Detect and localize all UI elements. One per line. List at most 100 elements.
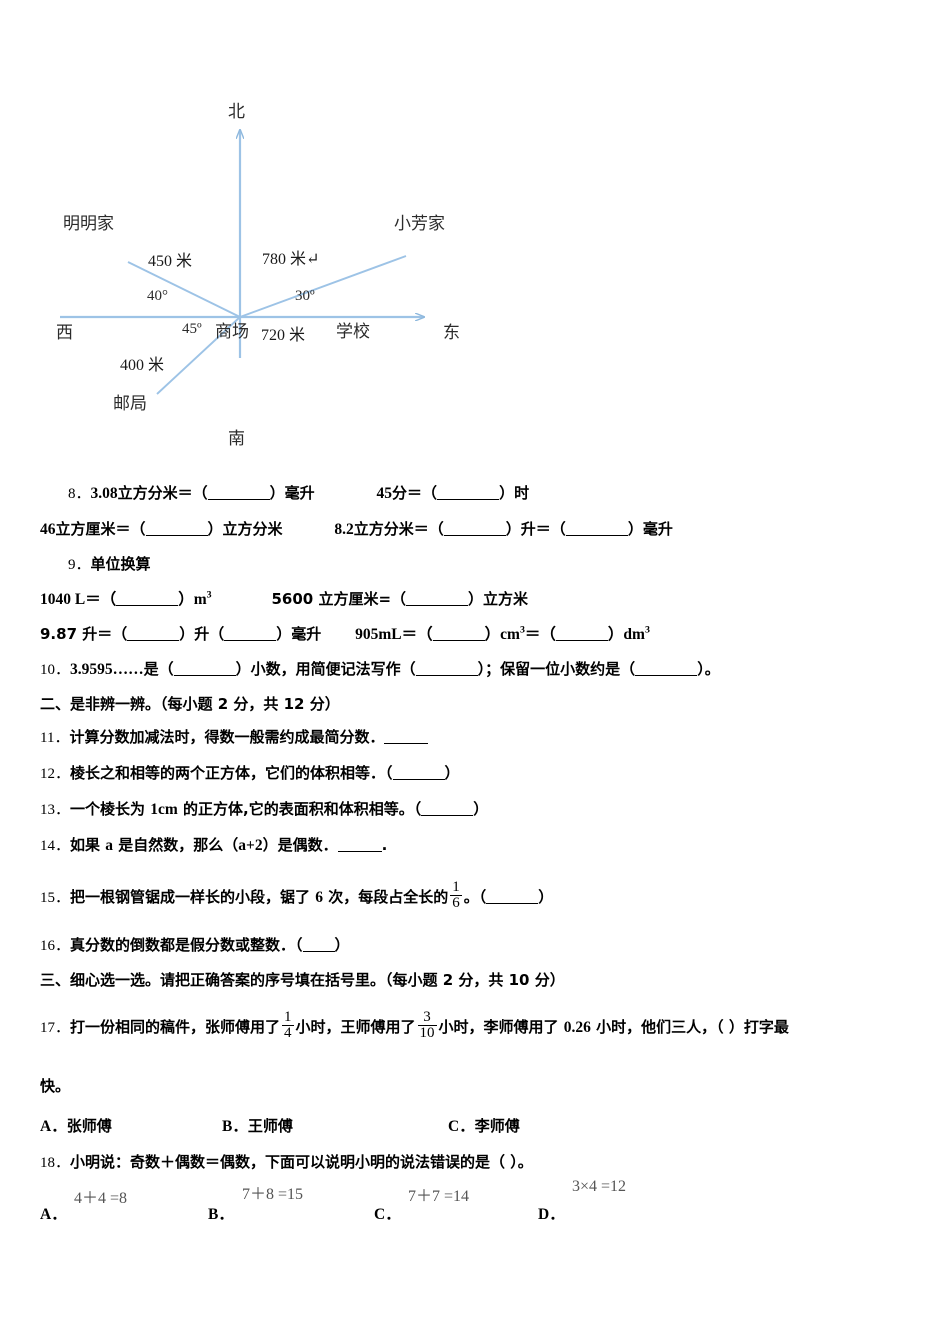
option-d-label: D． <box>538 1206 565 1223</box>
answer-blank[interactable] <box>207 484 270 500</box>
distance-mingming-label: 450 米 <box>148 253 193 270</box>
q9-pre-c: 9.87 升＝（ <box>40 624 128 643</box>
diagram-container: 北 南 西 东 明明家 小芳家 商场 学校 邮局 450 米 780 米↵ 72… <box>0 0 950 470</box>
question-11-index: 11． <box>40 729 70 746</box>
q13-text-a: 一个棱长为 <box>70 799 151 818</box>
compass-north-label: 北 <box>228 102 245 122</box>
q8-value-c: 46 <box>40 520 56 538</box>
fraction-denominator: 10 <box>419 1025 435 1042</box>
distance-school-label: 720 米 <box>261 327 306 344</box>
answer-blank[interactable] <box>145 520 208 536</box>
q8-value-b: 45 <box>376 484 393 502</box>
q15-tail: ） <box>538 888 554 907</box>
angle-xiaofang-label: 30º <box>295 288 315 304</box>
option-b-text: 王师傅 <box>247 1117 293 1135</box>
question-9-index: 9． <box>68 557 91 573</box>
q8-tail-b: ）时 <box>499 483 530 502</box>
q9-mid2-d: ＝（ <box>524 625 556 643</box>
answer-blank[interactable] <box>224 625 277 641</box>
question-14-index: 14． <box>40 837 71 854</box>
q14-text-c: 是自然数，那么（ <box>113 835 239 854</box>
answer-blank[interactable] <box>432 625 485 641</box>
answer-blank[interactable] <box>392 764 445 780</box>
answer-blank[interactable] <box>421 800 474 816</box>
q9-mid1-d: ）cm <box>484 625 520 643</box>
q8-tail-a: ）毫升 <box>269 483 315 502</box>
question-10-index: 10． <box>40 661 71 678</box>
q8-unit-c: 立方厘米＝（ <box>55 519 146 538</box>
answer-blank[interactable] <box>565 520 628 536</box>
option-b-label: B． <box>222 1118 248 1135</box>
answer-blank[interactable] <box>415 660 478 676</box>
q10-part4: ）。 <box>697 659 720 678</box>
answer-blank[interactable] <box>116 590 179 606</box>
compass-south-label: 南 <box>228 429 245 449</box>
question-14: 14．如果 a 是自然数，那么（a+2）是偶数．. <box>40 836 387 854</box>
compass-west-label: 西 <box>56 323 73 343</box>
question-9-line-2: 9.87 升＝（）升（）毫升 905mL＝（）cm3＝（）dm3 <box>40 625 650 643</box>
q9-post-c: ）毫升 <box>276 624 322 643</box>
option-b-formula: 7＋8 =15 <box>242 1186 304 1203</box>
answer-blank[interactable] <box>486 888 539 904</box>
q8-tail-c: ）立方分米 <box>207 519 283 538</box>
q8-tail-d: ）毫升 <box>627 519 673 538</box>
q9-sup-a: 3 <box>206 589 212 601</box>
q16-tail: ） <box>334 935 350 954</box>
question-17-option-a[interactable]: A．张师傅 <box>40 1118 112 1135</box>
question-16: 16．真分数的倒数都是假分数或整数．（） <box>40 936 350 954</box>
answer-blank[interactable] <box>127 625 180 641</box>
answer-blank[interactable] <box>173 660 236 676</box>
question-8-line-1: 8．3.08立方分米＝（）毫升 45分＝（）时 <box>68 484 529 502</box>
question-9-line-1: 1040 L＝（）m3 5600 立方厘米=（）立方米 <box>40 590 528 608</box>
answer-blank[interactable] <box>406 590 469 606</box>
answer-blank[interactable] <box>302 936 335 952</box>
answer-blank[interactable] <box>555 625 608 641</box>
q10-value: 3.9595…… <box>70 660 144 678</box>
q17-text-d: 0.26 <box>563 1019 591 1037</box>
option-a-label: A． <box>40 1118 67 1135</box>
angle-post-office-label: 45º <box>182 321 202 337</box>
q8-unit-a: 立方分米＝（ <box>117 483 208 502</box>
question-15-index: 15． <box>40 890 71 907</box>
ray-post-office <box>156 316 241 395</box>
q17-text-f: 快。 <box>40 1077 71 1095</box>
answer-blank[interactable] <box>384 728 429 744</box>
answer-blank[interactable] <box>437 484 500 500</box>
q8-unit-b: 分＝（ <box>392 483 438 502</box>
option-b-label: B． <box>208 1206 234 1223</box>
q8-value-d: 8.2 <box>334 520 354 538</box>
answer-blank[interactable] <box>635 660 698 676</box>
q11-text: 计算分数加减法时，得数一般需约成最简分数． <box>69 727 385 746</box>
fraction-denominator: 4 <box>284 1025 292 1042</box>
question-17-option-c[interactable]: C．李师傅 <box>448 1118 520 1135</box>
q16-text: 真分数的倒数都是假分数或整数．（ <box>70 935 303 954</box>
answer-blank[interactable] <box>337 836 382 852</box>
section-2-heading: 二、是非辨一辨。（每小题 2 分，共 12 分） <box>40 696 340 713</box>
question-9-heading-text: 单位换算 <box>90 555 151 573</box>
distance-post-office-label: 400 米 <box>120 357 165 374</box>
q9-post-d: ）dm <box>607 625 645 643</box>
fraction-numerator: 3 <box>417 1009 437 1027</box>
q17-text-e: 小时，他们三人，（ ）打字最 <box>590 1018 789 1037</box>
place-mingming-label: 明明家 <box>63 214 114 234</box>
question-9-title: 9．单位换算 <box>68 556 151 574</box>
compass-east-label: 东 <box>443 323 460 343</box>
option-d-formula: 3×4 =12 <box>572 1178 627 1195</box>
ray-mingming <box>127 261 241 318</box>
question-8-line-2: 46立方厘米＝（）立方分米 8.2立方分米＝（）升＝（）毫升 <box>40 520 673 538</box>
q9-sup1-d: 3 <box>519 624 525 636</box>
q9-post-b: ）立方米 <box>468 589 529 608</box>
q10-part3: ）；保留一位小数约是（ <box>477 659 636 678</box>
q13-text-c: 的正方体,它的表面积和体积相等。（ <box>177 799 422 818</box>
place-xiaofang-label: 小芳家 <box>394 214 445 234</box>
q15-text-b: 6 <box>315 889 323 907</box>
answer-blank[interactable] <box>443 520 506 536</box>
section-3-heading: 三、细心选一选。请把正确答案的序号填在括号里。（每小题 2 分，共 10 分） <box>40 972 565 989</box>
question-17-option-b[interactable]: B．王师傅 <box>222 1118 293 1135</box>
question-8-index: 8． <box>68 485 91 502</box>
question-18: 18．小明说：奇数＋偶数＝偶数，下面可以说明小明的说法错误的是（ ）。 <box>40 1154 533 1172</box>
question-18-index: 18． <box>40 1155 71 1171</box>
fraction-numerator: 1 <box>282 1009 294 1027</box>
